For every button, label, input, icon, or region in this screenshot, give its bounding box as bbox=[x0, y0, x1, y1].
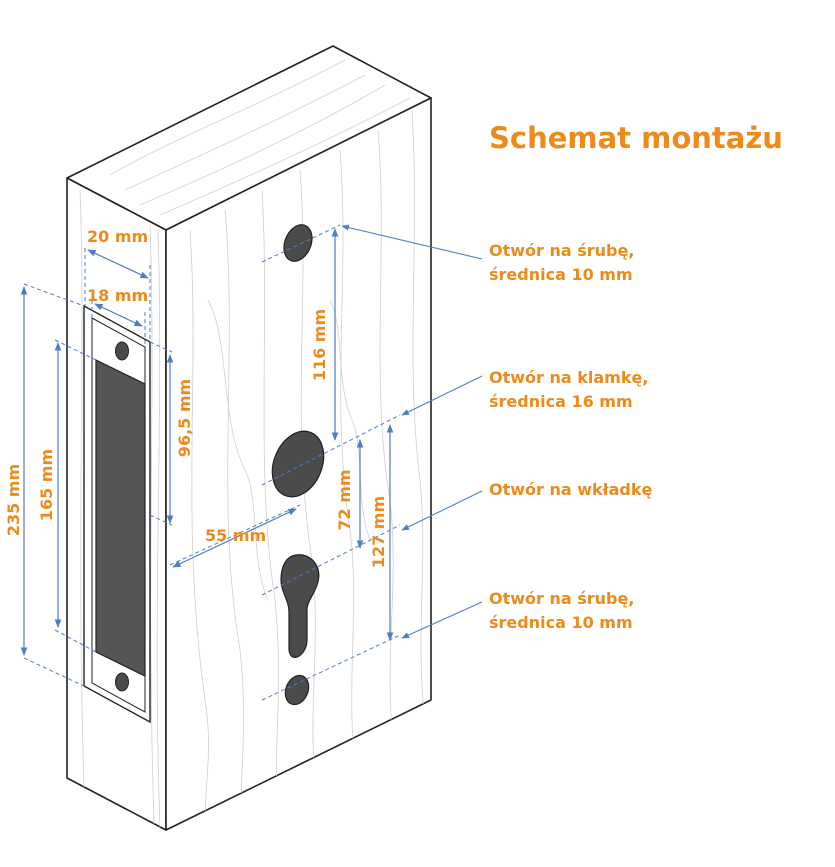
dim-label-116: 116 mm bbox=[310, 309, 329, 381]
wood-grain-top bbox=[109, 59, 411, 216]
dim-line-18 bbox=[94, 303, 143, 327]
callout-screw-top: Otwór na śrubę, średnica 10 mm bbox=[489, 241, 640, 284]
callout-cylinder: Otwór na wkładkę bbox=[489, 480, 652, 499]
dimension-labels: 20 mm 18 mm 235 mm 165 mm 96,5 mm 116 mm… bbox=[4, 227, 388, 568]
faceplate-screw-top bbox=[115, 341, 129, 361]
dim-label-127: 127 mm bbox=[369, 496, 388, 568]
callout-handle-line1: Otwór na klamkę, bbox=[489, 368, 648, 387]
screw-hole-top bbox=[283, 224, 313, 262]
dim-line-20 bbox=[87, 249, 149, 279]
callout-labels: Otwór na śrubę, średnica 10 mm Otwór na … bbox=[489, 241, 654, 632]
screw-hole-bottom bbox=[284, 674, 310, 706]
leader-handle bbox=[401, 375, 483, 416]
dim-label-235: 235 mm bbox=[4, 464, 23, 536]
wood-grain-side bbox=[79, 189, 161, 829]
callout-screw-top-line2: średnica 10 mm bbox=[489, 265, 633, 284]
dim-label-20: 20 mm bbox=[87, 227, 148, 246]
dim-label-72: 72 mm bbox=[335, 469, 354, 530]
dim-label-18: 18 mm bbox=[87, 286, 148, 305]
leader-screw-bottom bbox=[401, 601, 483, 639]
callout-screw-top-line1: Otwór na śrubę, bbox=[489, 241, 634, 260]
latch-slot bbox=[95, 359, 146, 677]
callout-screw-bottom-line1: Otwór na śrubę, bbox=[489, 589, 634, 608]
callout-leaders bbox=[341, 224, 483, 639]
callout-cylinder-line1: Otwór na wkładkę bbox=[489, 480, 652, 499]
leader-screw-top bbox=[341, 224, 483, 260]
dimension-lines bbox=[20, 228, 394, 656]
faceplate-inner bbox=[91, 317, 146, 713]
handle-hole bbox=[271, 430, 325, 498]
dim-line-55 bbox=[172, 508, 297, 568]
dim-label-55: 55 mm bbox=[205, 526, 266, 545]
diagram-title: Schemat montażu bbox=[489, 121, 783, 155]
callout-screw-bottom-line2: średnica 10 mm bbox=[489, 613, 633, 632]
dim-label-96: 96,5 mm bbox=[175, 379, 194, 457]
lock-box bbox=[66, 45, 432, 831]
callout-handle-line2: średnica 16 mm bbox=[489, 392, 633, 411]
leader-cylinder bbox=[401, 490, 483, 531]
dim-label-165: 165 mm bbox=[37, 449, 56, 521]
callout-handle: Otwór na klamkę, średnica 16 mm bbox=[489, 368, 654, 411]
faceplate-screw-bottom bbox=[115, 672, 129, 692]
callout-screw-bottom: Otwór na śrubę, średnica 10 mm bbox=[489, 589, 640, 632]
